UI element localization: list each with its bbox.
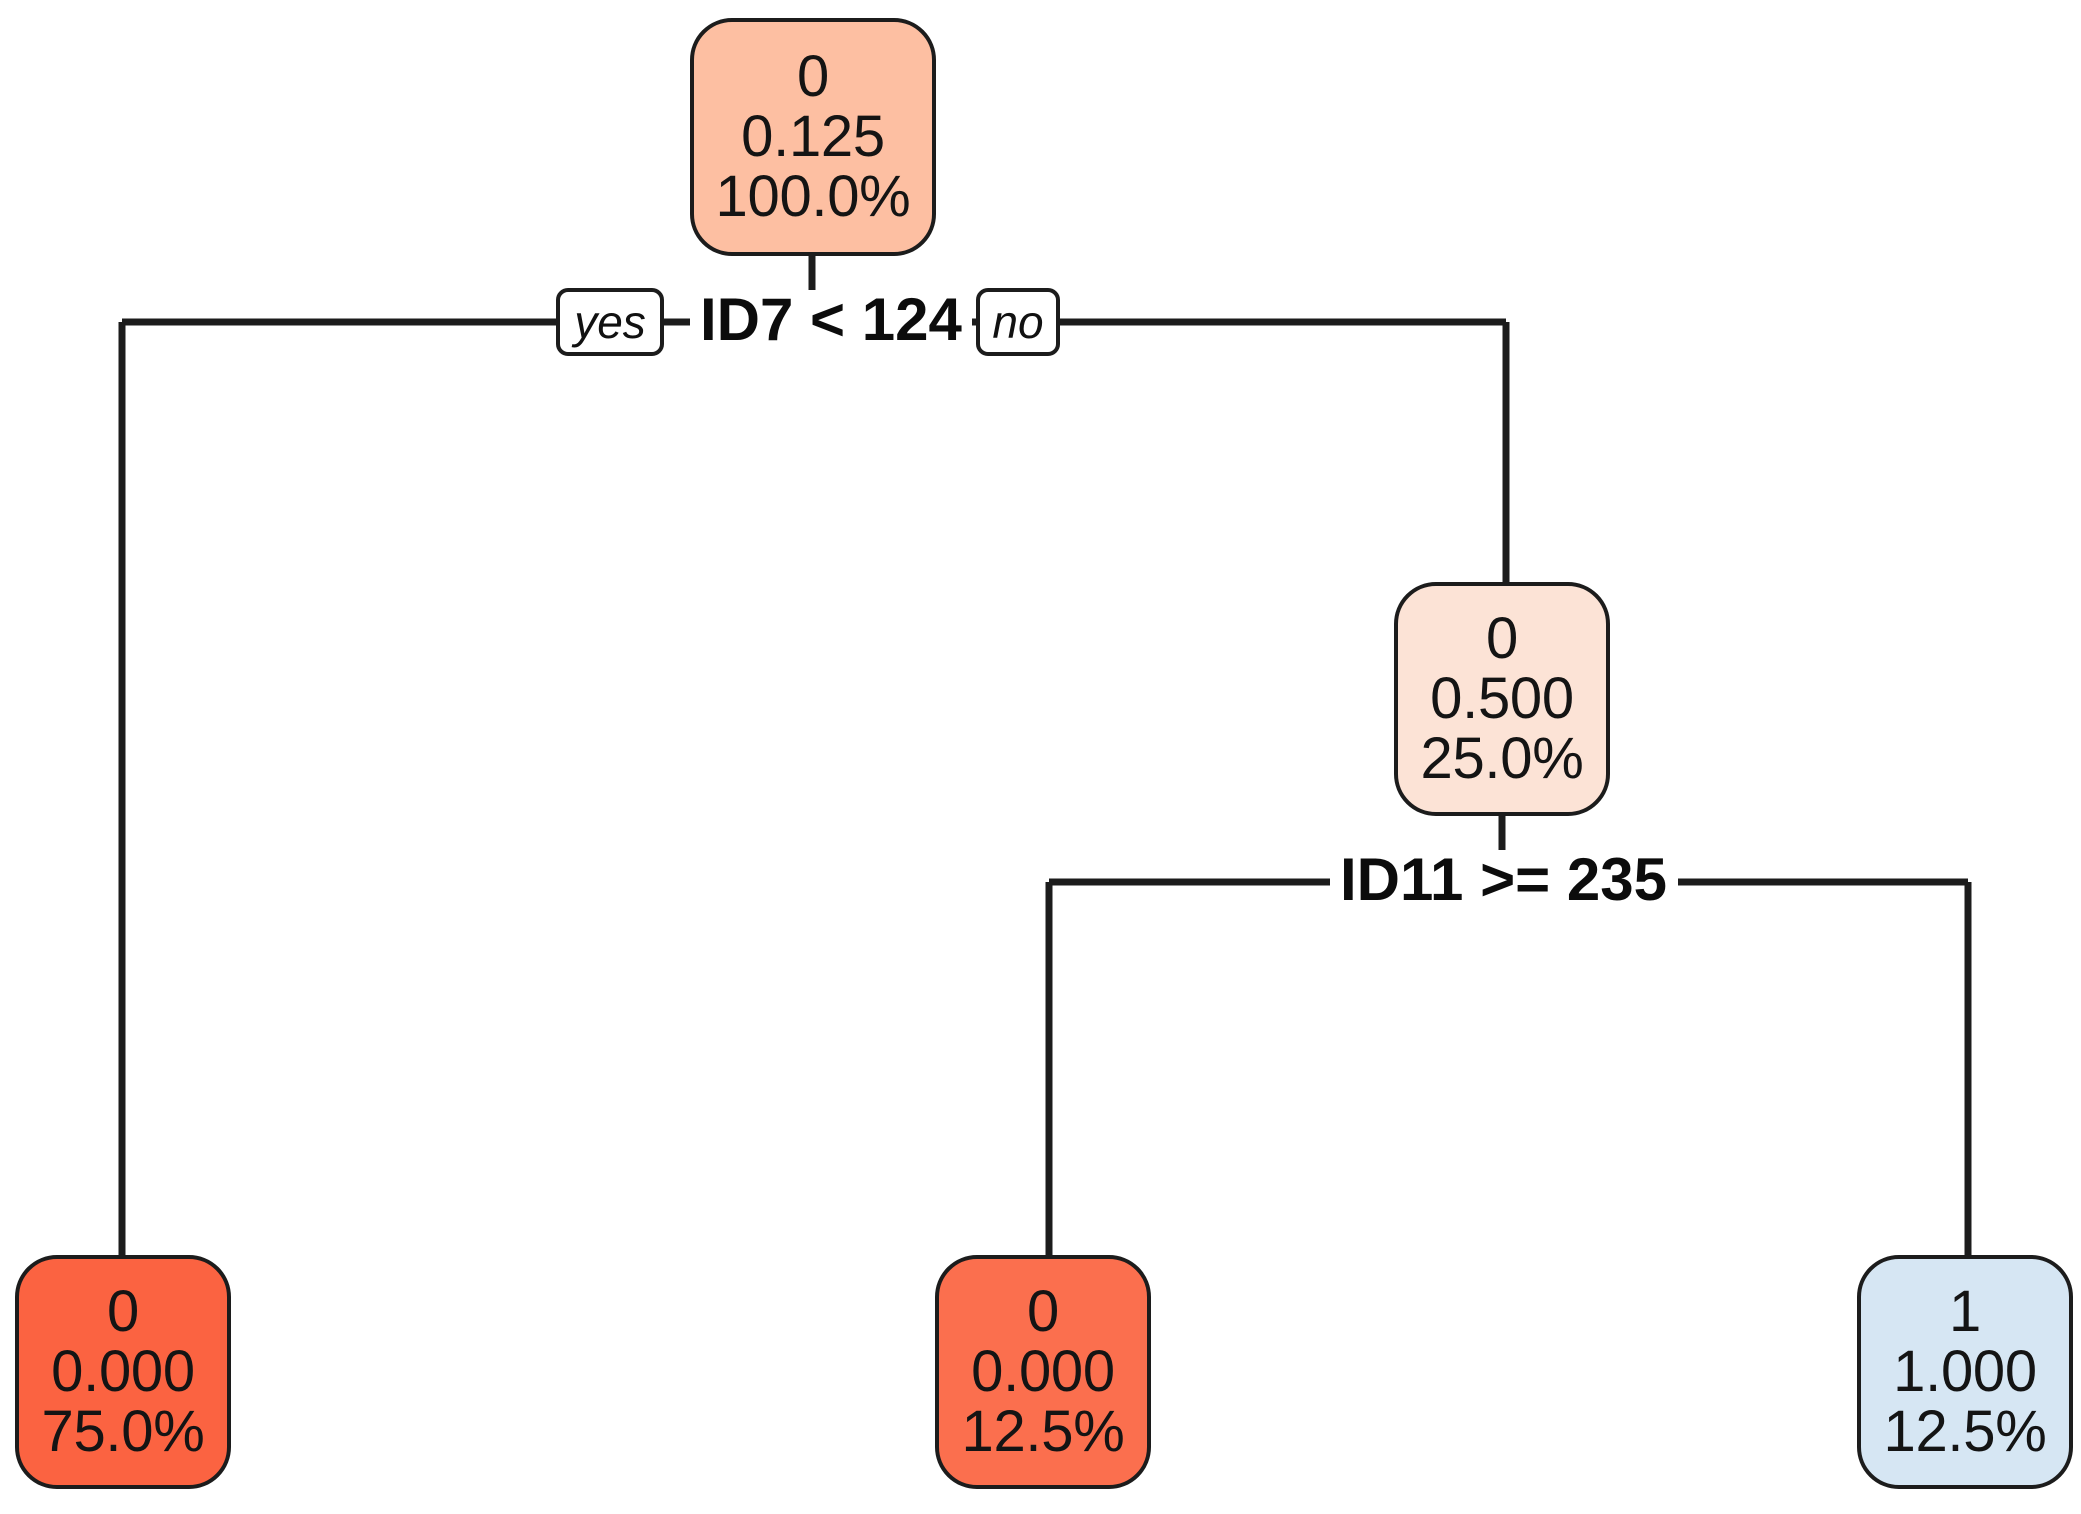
tree-node-leaf3[interactable]: 1 1.000 12.5% [1857,1255,2073,1489]
node-leaf1-probability: 0.000 [51,1339,195,1405]
split1-yes-label: yes [574,296,646,348]
node-leaf2-percent: 12.5% [961,1398,1125,1464]
tree-node-leaf2[interactable]: 0 0.000 12.5% [935,1255,1151,1489]
node-leaf2-class: 0 [1027,1279,1059,1345]
node-leaf2-probability: 0.000 [971,1339,1115,1405]
split2-condition-text: ID11 >= 235 [1340,846,1667,913]
split1-no-label: no [992,296,1044,348]
node-root-probability: 0.125 [741,104,885,170]
split1-condition-text: ID7 < 124 [700,286,962,353]
tree-node-root[interactable]: 0 0.125 100.0% [690,18,936,256]
node-node2-probability: 0.500 [1430,666,1574,732]
tree-node-leaf1[interactable]: 0 0.000 75.0% [15,1255,231,1489]
split1-yes-box[interactable]: yes [556,288,664,356]
node-leaf3-probability: 1.000 [1893,1339,2037,1405]
node-leaf3-percent: 12.5% [1883,1398,2047,1464]
node-leaf3-class: 1 [1949,1279,1981,1345]
node-root-class: 0 [797,44,829,110]
split1-no-box[interactable]: no [976,288,1060,356]
node-node2-class: 0 [1486,606,1518,672]
node-leaf1-class: 0 [107,1279,139,1345]
split2-condition-label: ID11 >= 235 [1330,850,1677,910]
node-leaf1-percent: 75.0% [41,1398,205,1464]
node-node2-percent: 25.0% [1420,725,1584,791]
tree-node-node2[interactable]: 0 0.500 25.0% [1394,582,1610,816]
node-root-percent: 100.0% [715,163,911,229]
split1-condition-label: ID7 < 124 [690,290,972,350]
